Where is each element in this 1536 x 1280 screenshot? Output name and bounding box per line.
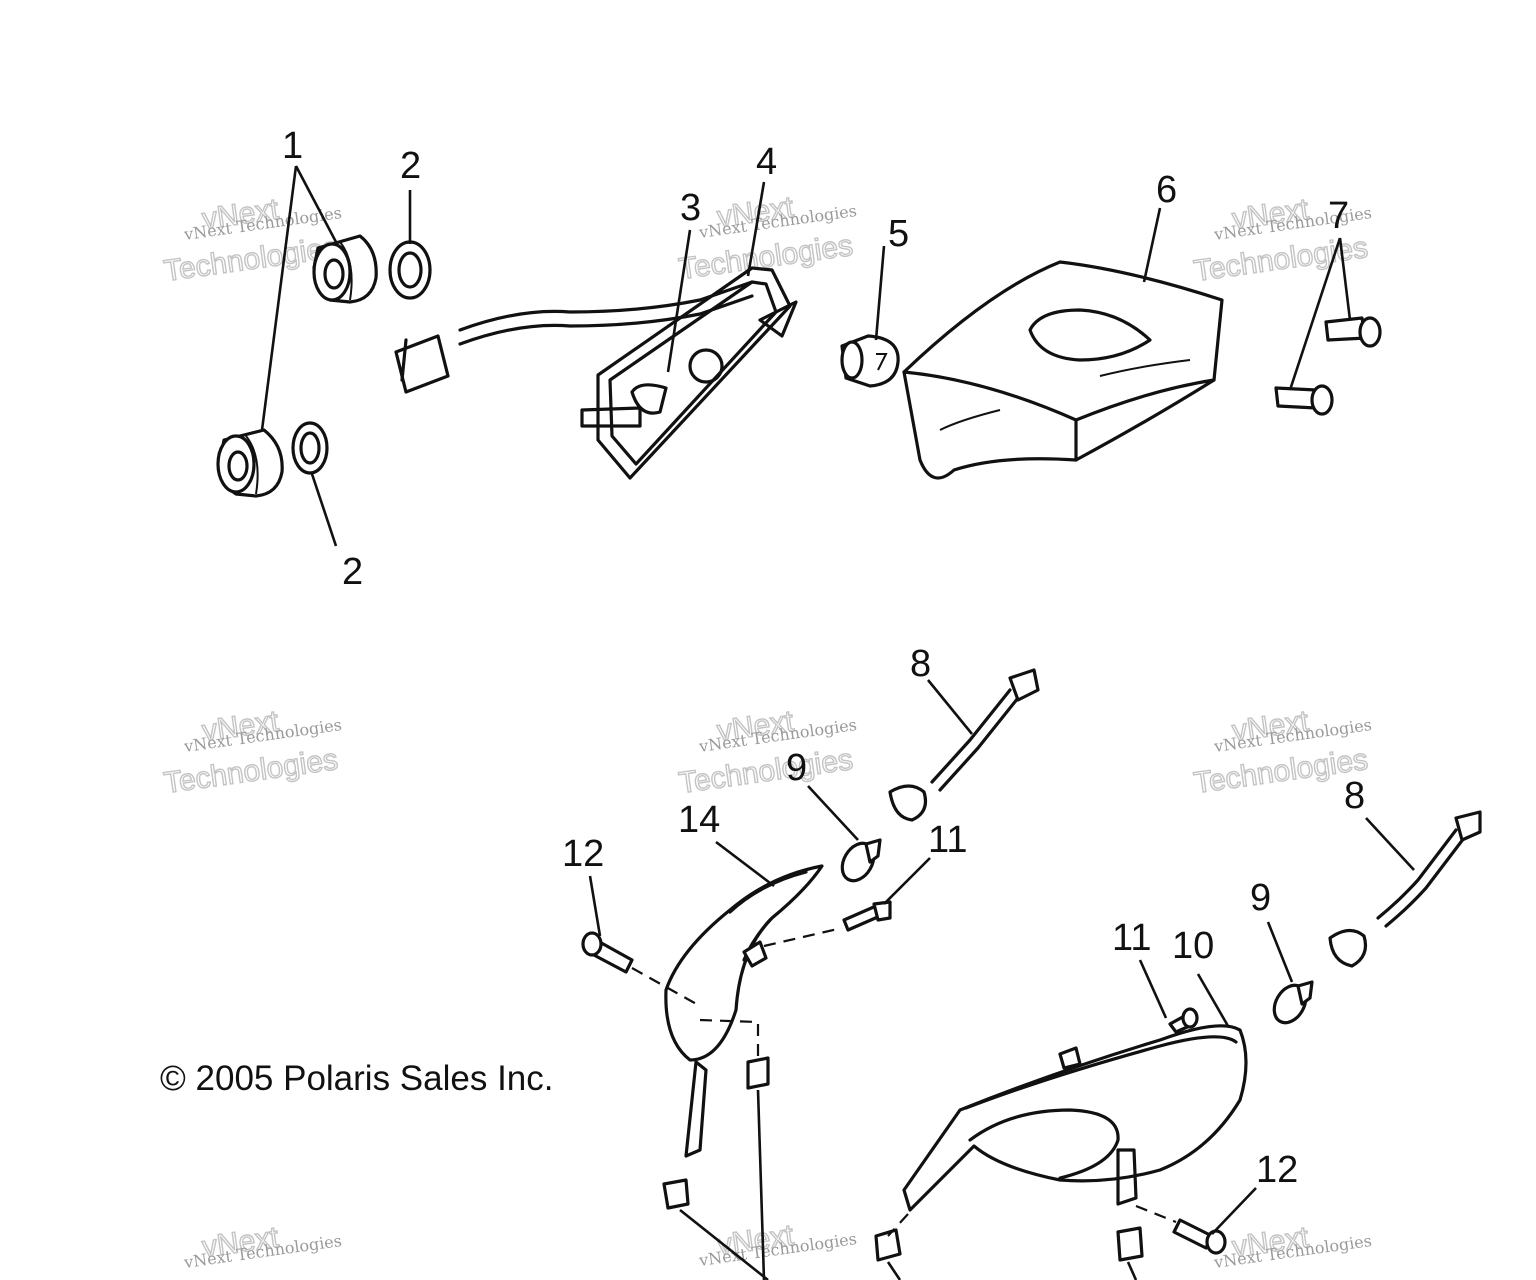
callout-7: 7 — [1328, 195, 1349, 237]
housing-10-right — [902, 1024, 1248, 1212]
dash-paths-left — [631, 926, 843, 1058]
screw-12-right — [1172, 1218, 1227, 1255]
callout-8-left: 8 — [910, 643, 931, 685]
callout-2-lower: 2 — [342, 551, 363, 593]
bulb-right — [1272, 980, 1314, 1025]
callout-12-right: 12 — [1256, 1149, 1298, 1191]
leaders-lower-left — [588, 679, 974, 1280]
callout-8-right: 8 — [1344, 775, 1365, 817]
clip-left-a — [662, 1178, 690, 1210]
clip-right-b — [1116, 1226, 1144, 1262]
washer-upper — [388, 240, 432, 300]
callout-6: 6 — [1156, 169, 1177, 211]
callout-3: 3 — [680, 187, 701, 229]
bulb-left — [840, 838, 882, 883]
clip-right-a — [874, 1228, 902, 1262]
callout-4: 4 — [756, 141, 777, 183]
dash-paths-right — [887, 1204, 1177, 1237]
grommet-lower — [216, 428, 284, 498]
watermark-4: vNext vNext Technologies Technologies — [161, 704, 343, 801]
lens-top — [902, 260, 1224, 480]
taillight-base — [394, 266, 798, 480]
grommet-upper — [312, 234, 378, 304]
screw-11-right — [1168, 1007, 1199, 1034]
screw-11-left — [842, 900, 892, 932]
socket-harness-left — [888, 668, 1040, 822]
callout-2-upper: 2 — [400, 145, 421, 187]
watermark-7: vNext vNext Technologies — [182, 1220, 343, 1272]
leaders-lower-right — [886, 817, 1415, 1280]
callout-12-left: 12 — [562, 833, 604, 875]
callout-9-right: 9 — [1250, 877, 1271, 919]
callout-11-right: 11 — [1112, 917, 1151, 959]
callout-9-left: 9 — [786, 747, 807, 789]
washer-lower — [291, 421, 329, 475]
leaders-top — [260, 165, 1352, 547]
callout-10: 10 — [1172, 925, 1214, 967]
watermark-9: vNext vNext Technologies — [1212, 1220, 1373, 1272]
callout-5: 5 — [888, 213, 909, 255]
callout-1: 1 — [282, 125, 303, 167]
screw-12-left — [581, 931, 634, 974]
callout-11-left: 11 — [928, 819, 967, 861]
screw-lower — [1274, 384, 1334, 416]
callout-14: 14 — [678, 799, 720, 841]
bulb-top — [840, 334, 900, 388]
watermark-5: vNext vNext Technologies Technologies — [676, 704, 858, 801]
watermark-3: vNext vNext Technologies Technologies — [1191, 192, 1373, 289]
housing-14-left — [664, 864, 824, 1158]
copyright-notice: © 2005 Polaris Sales Inc. — [160, 1059, 554, 1098]
socket-harness-right — [1328, 810, 1482, 968]
screw-upper — [1324, 316, 1382, 348]
